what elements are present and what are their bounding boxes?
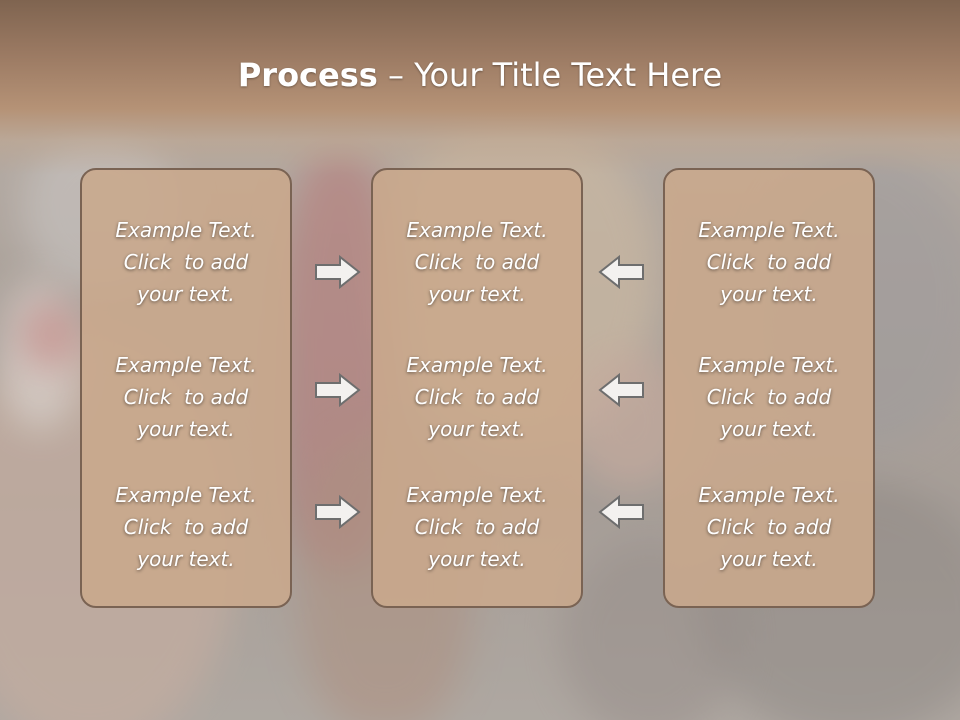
text-placeholder[interactable]: Example Text. Click to add your text. [406, 353, 548, 441]
arrow-left-icon[interactable] [597, 494, 645, 530]
text-placeholder[interactable]: Example Text. Click to add your text. [698, 218, 840, 306]
text-placeholder[interactable]: Example Text. Click to add your text. [406, 483, 548, 571]
text-placeholder[interactable]: Example Text. Click to add your text. [115, 353, 257, 441]
process-box-right[interactable]: Example Text. Click to add your text. Ex… [663, 168, 875, 608]
arrow-left-icon[interactable] [597, 372, 645, 408]
title-rest-text: Your Title Text Here [414, 56, 723, 94]
text-placeholder[interactable]: Example Text. Click to add your text. [115, 218, 257, 306]
process-box-center[interactable]: Example Text. Click to add your text. Ex… [371, 168, 583, 608]
text-placeholder[interactable]: Example Text. Click to add your text. [115, 483, 257, 571]
text-placeholder[interactable]: Example Text. Click to add your text. [698, 353, 840, 441]
process-box-left[interactable]: Example Text. Click to add your text. Ex… [80, 168, 292, 608]
text-placeholder[interactable]: Example Text. Click to add your text. [406, 218, 548, 306]
arrow-left-icon[interactable] [597, 254, 645, 290]
arrow-right-icon[interactable] [314, 494, 362, 530]
title-bold-text: Process [237, 56, 378, 94]
title-dash: – [377, 56, 415, 94]
text-placeholder[interactable]: Example Text. Click to add your text. [698, 483, 840, 571]
arrow-right-icon[interactable] [314, 372, 362, 408]
title-banner [0, 0, 960, 175]
arrow-right-icon[interactable] [314, 254, 362, 290]
slide-title[interactable]: Process – Your Title Text Here [0, 50, 960, 100]
